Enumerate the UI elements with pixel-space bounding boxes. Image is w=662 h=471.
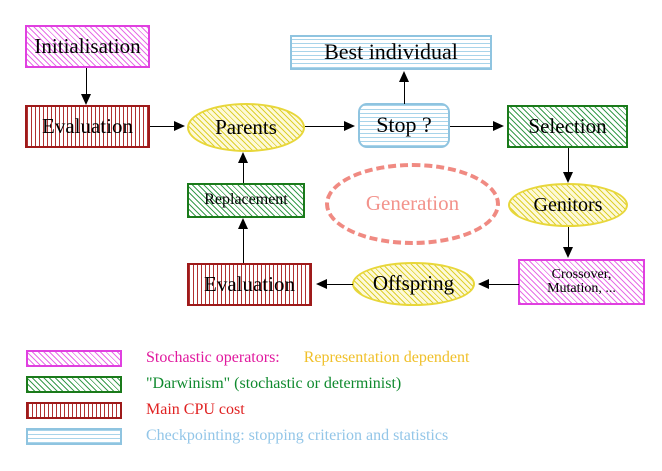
- legend-row-stochastic-operators: Stochastic operators: Representation dep…: [26, 345, 636, 371]
- legend-row-darwinism: "Darwinism" (stochastic or determinist): [26, 371, 636, 397]
- node-offspring[interactable]: Offspring: [352, 262, 475, 306]
- arrow-offspring-to-evaluation-line: [327, 284, 353, 285]
- legend-swatch-blue-horizontal-hatch: [26, 427, 122, 445]
- legend: Stochastic operators: Representation dep…: [26, 345, 636, 449]
- arrow-parents-to-stop-head: [344, 121, 355, 131]
- node-crossover-mutation[interactable]: Crossover, Mutation, ...: [518, 259, 645, 305]
- arrow-initialisation-to-evaluation-head: [81, 94, 91, 105]
- arrow-genitors-to-crossover-line: [568, 227, 569, 248]
- arrow-parents-to-stop-line: [305, 126, 345, 127]
- legend-swatch-green-diagonal-hatch: [26, 375, 122, 393]
- node-evaluation-bottom[interactable]: Evaluation: [187, 263, 312, 306]
- arrow-selection-to-genitors-head: [563, 172, 573, 183]
- arrow-evaluation-to-parents-head: [174, 121, 185, 131]
- node-parents-label: Parents: [215, 114, 277, 139]
- legend-row-checkpointing: Checkpointing: stopping criterion and st…: [26, 423, 636, 449]
- node-best-individual[interactable]: Best individual: [290, 35, 492, 70]
- node-replacement[interactable]: Replacement: [187, 183, 305, 218]
- node-parents[interactable]: Parents: [187, 103, 305, 152]
- node-replacement-label: Replacement: [204, 191, 288, 209]
- legend-label-stochastic-operators: Stochastic operators:: [146, 349, 280, 366]
- arrow-evaluation-to-replacement-line: [243, 229, 244, 263]
- arrow-stop-to-best-individual-line: [404, 82, 405, 104]
- node-selection-label: Selection: [528, 113, 607, 138]
- legend-swatch-magenta-diagonal-hatch: [26, 349, 122, 367]
- arrow-offspring-to-evaluation-head: [316, 279, 327, 289]
- node-genitors-label: Genitors: [533, 193, 603, 216]
- arrow-replacement-to-parents-head: [238, 152, 248, 163]
- node-generation-label: Generation: [365, 191, 460, 216]
- node-evaluation-bottom-label: Evaluation: [204, 271, 295, 296]
- arrow-stop-to-best-individual-head: [399, 71, 409, 82]
- arrow-crossover-to-offspring-head: [478, 279, 489, 289]
- node-generation: Generation: [325, 163, 500, 245]
- arrow-evaluation-to-parents-line: [150, 126, 175, 127]
- arrow-stop-to-selection-line: [450, 126, 494, 127]
- arrow-selection-to-genitors-line: [568, 148, 569, 173]
- node-stop[interactable]: Stop ?: [358, 103, 450, 148]
- node-best-individual-label: Best individual: [324, 39, 458, 65]
- node-genitors[interactable]: Genitors: [508, 183, 628, 227]
- node-initialisation[interactable]: Initialisation: [25, 25, 150, 68]
- node-selection[interactable]: Selection: [507, 105, 628, 148]
- arrow-initialisation-to-evaluation-line: [86, 68, 87, 95]
- arrow-replacement-to-parents-line: [243, 163, 244, 183]
- legend-label-darwinism: "Darwinism" (stochastic or determinist): [146, 375, 402, 392]
- node-stop-label: Stop ?: [376, 112, 432, 138]
- legend-label-checkpointing: Checkpointing: stopping criterion and st…: [146, 427, 449, 444]
- legend-swatch-red-vertical-hatch: [26, 401, 122, 419]
- legend-label-representation-dependent: Representation dependent: [303, 349, 470, 366]
- legend-row-main-cpu-cost: Main CPU cost: [26, 397, 636, 423]
- node-offspring-label: Offspring: [372, 271, 455, 296]
- node-evaluation-top-label: Evaluation: [42, 113, 133, 138]
- arrow-crossover-to-offspring-line: [489, 284, 519, 285]
- node-crossover-mutation-label: Crossover, Mutation, ...: [547, 266, 616, 296]
- node-initialisation-label: Initialisation: [34, 33, 141, 58]
- legend-label-main-cpu-cost: Main CPU cost: [146, 401, 245, 418]
- arrow-stop-to-selection-head: [493, 121, 504, 131]
- arrow-evaluation-to-replacement-head: [238, 218, 248, 229]
- arrow-genitors-to-crossover-head: [563, 247, 573, 258]
- node-evaluation-top[interactable]: Evaluation: [25, 105, 150, 148]
